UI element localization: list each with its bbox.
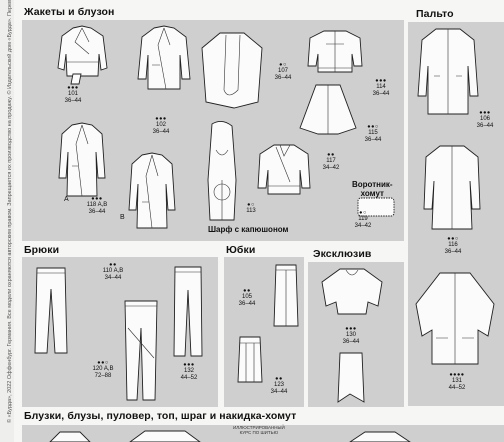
- caption-scarf: Шарф с капюшоном: [208, 225, 289, 234]
- variant-letter-b: B: [120, 214, 125, 221]
- jacket-117-drawing: [256, 142, 312, 200]
- blouse-strip-drawing: [30, 428, 470, 442]
- coat-106-drawing: [416, 26, 480, 116]
- trousers-132-drawing: [172, 264, 204, 358]
- copyright-text: © «Бурда», 2022 Оффенбург. Германия. Все…: [7, 0, 13, 423]
- section-title-coats: Пальто: [416, 8, 454, 20]
- hooded-scarf-113-drawing: [202, 120, 242, 222]
- section-title-skirts: Юбки: [226, 244, 256, 256]
- skirt-105-drawing: [272, 262, 300, 328]
- coat-131-drawing: [412, 270, 498, 366]
- jacket-118b-drawing: [127, 152, 177, 230]
- side-margin: © «Бурда», 2022 Оффенбург. Германия. Все…: [0, 0, 14, 442]
- blouse-130-drawing: [320, 266, 384, 316]
- jacket-101-drawing: [55, 24, 110, 86]
- blouson-114-drawing: [306, 28, 364, 76]
- drape-piece-drawing: [336, 350, 366, 404]
- skirt-123-drawing: [236, 334, 264, 384]
- section-title-blouses: Блузки, блузы, пуловер, топ, шраг и наки…: [24, 410, 297, 422]
- variant-letter-a: A: [64, 196, 69, 203]
- trousers-120b-drawing: [122, 298, 160, 402]
- collar-119-drawing: [356, 196, 396, 218]
- caption-collar: Воротник- хомут: [352, 180, 393, 198]
- model-label-113: ●○113: [246, 202, 256, 214]
- section-title-jackets: Жакеты и блузон: [24, 6, 115, 18]
- course-logo-text: ИЛЛЮСТРИРОВАННЫЙ КУРС ПО ШИТЬЮ: [233, 425, 285, 435]
- jacket-102-drawing: [136, 25, 192, 91]
- trousers-110a-drawing: [34, 265, 68, 355]
- coat-116-drawing: [422, 143, 482, 231]
- jacket-118a-drawing: [58, 122, 106, 198]
- cardigan-107-drawing: [200, 30, 264, 110]
- cape-115-drawing: [298, 82, 358, 136]
- section-title-exclusive: Эксклюзив: [313, 248, 372, 260]
- section-title-trousers: Брюки: [24, 244, 60, 256]
